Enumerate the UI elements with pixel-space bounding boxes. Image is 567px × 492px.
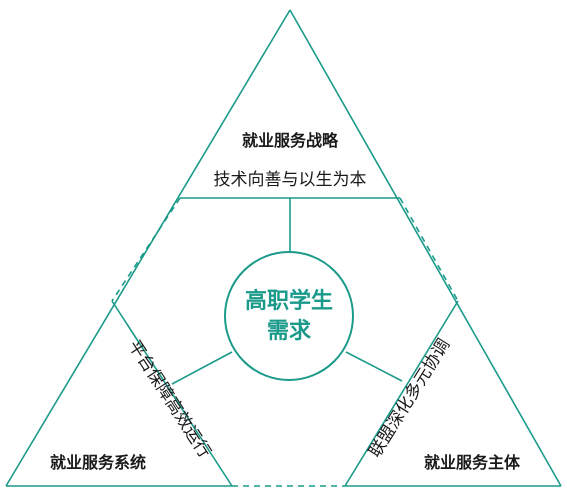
right-triangle-edge (344, 300, 459, 487)
top-subtitle: 技术向善与以生为本 (214, 170, 367, 190)
spoke-right (345, 351, 403, 382)
left-side-text: 平台保障高效运行 (124, 337, 215, 462)
outer-edge-left (5, 9, 291, 487)
center-label-line1: 高职学生 (245, 288, 333, 314)
spoke-left (171, 351, 233, 385)
dashed-edge-left (111, 197, 181, 302)
top-title: 就业服务战略 (242, 131, 339, 150)
left-title: 就业服务系统 (50, 453, 146, 472)
right-side-text: 联盟深化多元协调 (365, 335, 454, 461)
center-circle (224, 251, 354, 381)
right-title: 就业服务主体 (424, 453, 521, 472)
center-label-line2: 需求 (267, 319, 311, 344)
dashed-edge-right (399, 197, 459, 302)
left-triangle-edge (111, 300, 233, 487)
outer-edge-right (289, 9, 562, 487)
